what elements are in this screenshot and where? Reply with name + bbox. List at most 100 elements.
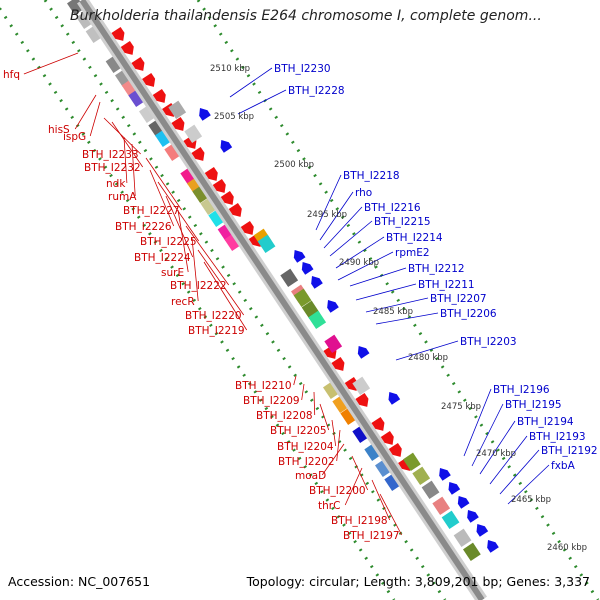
right-gene-label: BTH_I2214 [386,232,443,244]
gene-feature [467,510,479,523]
left-gene-label: BTH_I2205 [270,425,327,437]
left-leader-line [336,429,341,462]
right-leader-line [499,449,540,495]
right-leader-line [355,283,417,301]
left-gene-label: BTH_I2227 [123,205,180,217]
gene-feature [139,104,157,123]
gene-feature [111,26,125,41]
gene-feature [432,496,451,515]
gene-feature [301,262,314,275]
left-leader-line [111,121,144,168]
left-leader-line [313,391,316,416]
right-leader-line [507,464,550,505]
leader-line-layer [23,52,550,536]
right-gene-label: BTH_I2215 [374,216,431,228]
right-leader-line [349,267,407,287]
gene-feature [453,528,472,547]
gene-feature [152,88,166,103]
kbp-tick-label: 2505 kbp [214,112,254,122]
left-gene-label: BTH_I2209 [243,395,300,407]
kbp-tick-label: 2510 kbp [210,64,250,74]
right-gene-label: BTH_I2192 [541,445,598,457]
gene-feature [192,184,211,203]
gene-feature [364,442,383,461]
right-gene-label: BTH_I2194 [517,416,574,428]
kbp-tick-label: 2470 kbp [476,449,516,459]
gene-feature [384,472,403,491]
left-leader-line [293,375,297,386]
left-leader-line [203,261,248,331]
left-gene-label: moaD [295,470,326,482]
gene-feature [388,442,402,457]
gene-feature [421,480,440,499]
left-gene-label: hisS [48,124,70,136]
left-gene-label: surE [161,267,184,279]
gene-feature [340,406,359,425]
right-gene-label: BTH_I2211 [418,279,475,291]
gene-feature [280,268,299,287]
gene-feature [412,466,431,485]
gene-feature [352,376,371,395]
left-gene-label: BTH_I2197 [343,530,400,542]
left-gene-label: BTH_I2226 [115,221,172,233]
gene-feature [220,190,234,205]
gene-feature [441,510,460,529]
gene-feature [403,452,421,471]
gene-feature [327,300,339,313]
left-leader-line [165,195,194,258]
gene-feature [344,376,358,391]
tick-guide-line [0,6,396,600]
left-leader-line [197,249,245,316]
left-leader-line [319,403,330,431]
right-leader-line [471,403,504,467]
left-gene-label: BTH_I2202 [278,456,335,468]
right-leader-line [489,435,528,485]
left-gene-label: rumA [108,191,137,203]
kbp-tick-label: 2490 kbp [339,258,379,268]
left-leader-line [131,143,136,197]
left-leader-line [344,467,363,506]
left-gene-label: BTH_I2224 [134,252,191,264]
left-gene-label: BTH_I2198 [331,515,388,527]
right-gene-label: BTH_I2196 [493,384,550,396]
left-leader-line [177,209,189,273]
gene-feature [357,346,370,359]
left-gene-label: recR [171,296,195,308]
right-gene-label: BTH_I2212 [408,263,465,275]
genome-stats-text: Topology: circular; Length: 3,809,201 bp… [246,574,590,589]
gene-feature [457,496,470,509]
gene-feature [184,124,203,143]
left-leader-line [89,101,101,137]
tick-guide-line [43,0,447,600]
gene-feature [120,40,134,55]
gene-feature [168,100,187,119]
gene-feature [142,72,156,87]
left-gene-label: BTH_I2220 [185,310,242,322]
gene-feature [212,178,226,193]
gene-feature [311,276,323,289]
backbone-line [79,0,485,600]
gene-feature [224,232,243,251]
right-leader-line [479,420,516,475]
right-gene-label: rpmE2 [395,247,430,259]
gene-feature [199,108,211,121]
gene-feature [105,54,124,73]
gene-feature [85,24,104,43]
accession-text: Accession: NC_007651 [8,574,151,589]
kbp-tick-label: 2465 kbp [511,495,551,505]
gene-feature [371,416,385,431]
gene-feature [208,208,227,227]
left-gene-label: BTH_I2232 [84,162,141,174]
gene-feature [164,142,183,161]
left-gene-label: BTH_I2204 [277,441,334,453]
left-leader-line [331,419,337,447]
left-gene-label: BTH_I2225 [140,236,197,248]
right-leader-line [463,388,492,457]
gene-feature [352,424,371,443]
gene-feature [240,220,254,235]
right-leader-line [335,236,385,269]
left-gene-label: thrC [318,500,340,512]
left-leader-line [185,225,230,286]
